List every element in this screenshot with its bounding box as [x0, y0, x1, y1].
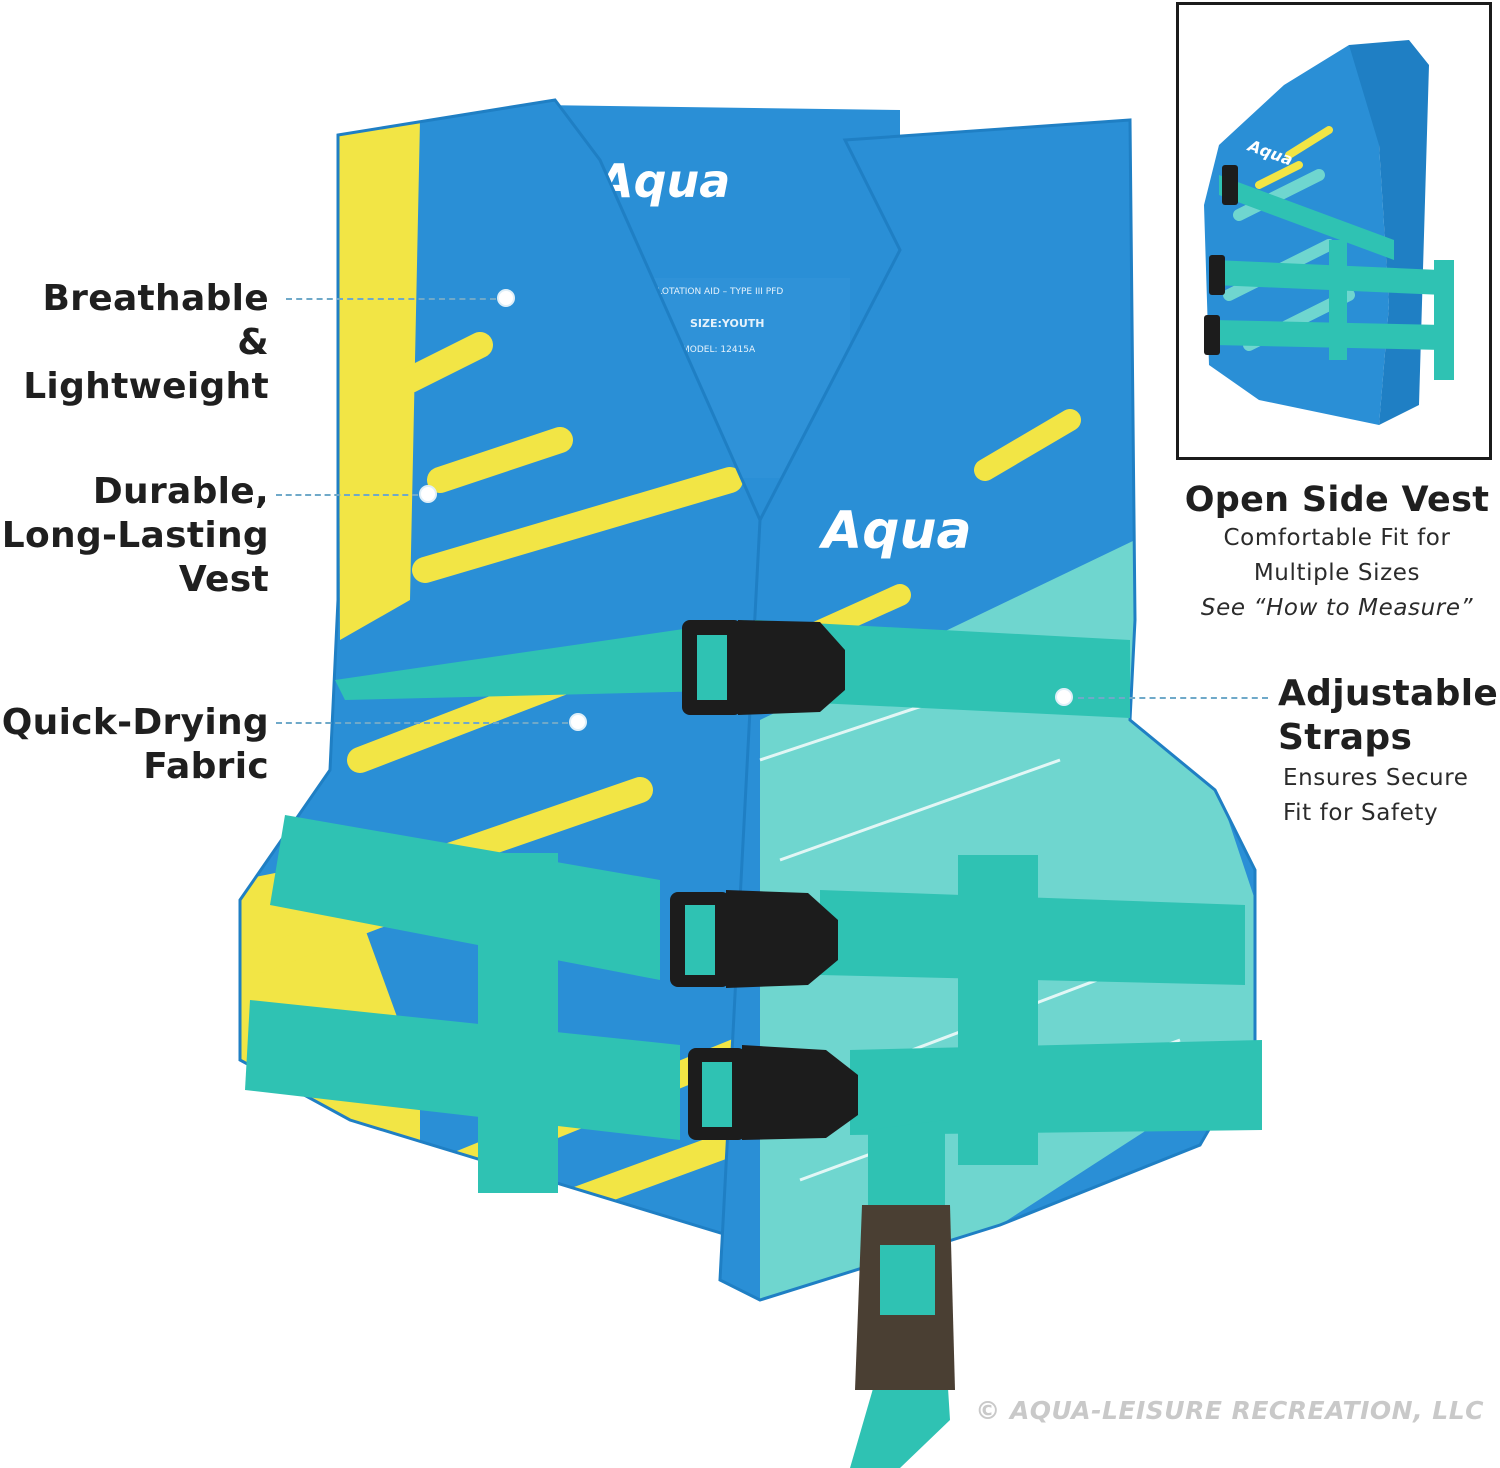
open-side-title: Open Side Vest [1184, 480, 1490, 520]
feature-quick-drying: Quick-Drying Fabric [1, 702, 269, 787]
leader-adjustable [1078, 697, 1268, 699]
feature-adjustable: Adjustable Straps [1278, 673, 1499, 758]
open-side-inset: Aqua [1176, 2, 1492, 460]
open-side-vest-illustration: Aqua [1204, 40, 1454, 425]
marker-quick-drying [569, 713, 587, 731]
leader-quick-drying [276, 722, 568, 724]
feature-durable: Durable, Long-Lasting Vest [1, 471, 269, 600]
copyright-watermark: © AQUA-LEISURE RECREATION, LLC [975, 1396, 1484, 1425]
vest-tag-line-2: SIZE:YOUTH [690, 317, 764, 330]
marker-breathable [497, 289, 515, 307]
vest-straps [245, 620, 1262, 1468]
leader-breathable [286, 298, 496, 300]
vest-tag-line-1: FLOTATION AID – TYPE III PFD [652, 287, 783, 297]
open-side-note: See “How to Measure” [1200, 595, 1474, 621]
vest-brand-front: Aqua [818, 501, 972, 561]
feature-breathable: Breathable & Lightweight [23, 278, 269, 407]
marker-adjustable [1055, 688, 1073, 706]
leader-durable [276, 494, 418, 496]
adjustable-subtitle: Ensures Secure Fit for Safety [1283, 765, 1469, 826]
open-side-subtitle: Comfortable Fit for Multiple Sizes [1223, 525, 1451, 586]
marker-durable [419, 485, 437, 503]
vest-tag-line-3: MODEL: 12415A [682, 345, 756, 355]
